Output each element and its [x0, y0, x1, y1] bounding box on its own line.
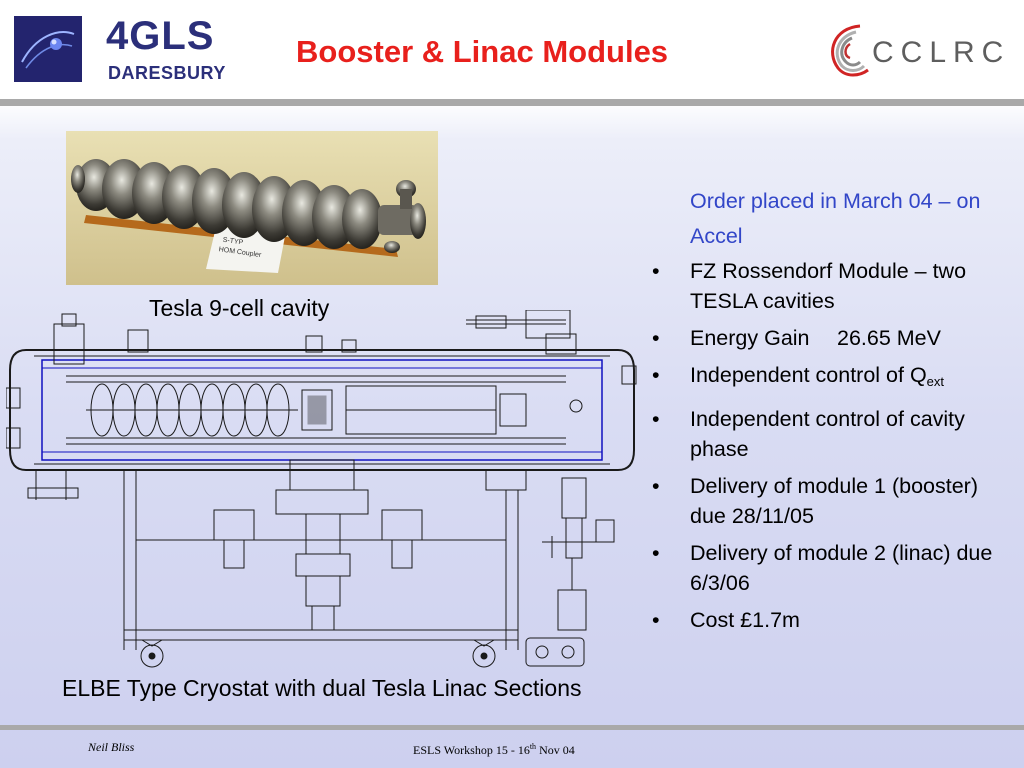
cclrc-logo-text: CCLRC [872, 36, 1011, 69]
elbe-cryostat-drawing [5, 309, 644, 678]
list-item: •Independent control of cavity phase [648, 404, 1018, 464]
daresbury-logo-text: DARESBURY [108, 63, 226, 83]
order-status-heading: Order placed in March 04 – on Accel [690, 189, 981, 248]
header-divider [0, 99, 1024, 106]
drawing-caption: ELBE Type Cryostat with dual Tesla Linac… [62, 675, 582, 701]
4gls-emblem-icon [14, 16, 82, 82]
tesla-cavity-photo: S-TYP HOM Coupler [66, 131, 438, 285]
list-item: •Delivery of module 1 (booster) due 28/1… [648, 471, 1018, 531]
bullet-icon: • [652, 474, 660, 498]
bullet-icon: • [652, 363, 660, 387]
bullet-icon: • [652, 326, 660, 350]
list-item: •FZ Rossendorf Module – two TESLA caviti… [648, 256, 1018, 316]
list-item: •Energy Gain 26.65 MeV [648, 323, 1018, 353]
module-details-list: Order placed in March 04 – on Accel •FZ … [648, 184, 1018, 642]
cclrc-swirl-icon [831, 24, 869, 77]
list-item: •Independent control of Qext [648, 360, 1018, 397]
photo-caption: Tesla 9-cell cavity [149, 295, 330, 321]
bullet-icon: • [652, 259, 660, 283]
bullet-icon: • [652, 541, 660, 565]
footer-author: Neil Bliss [88, 740, 135, 754]
list-item: •Cost £1.7m [648, 605, 1018, 635]
cclrc-logo: CCLRC [818, 12, 1003, 86]
svg-text:S-TYP: S-TYP [222, 237, 244, 247]
footer-divider [0, 725, 1024, 730]
list-item: •Delivery of module 2 (linac) due 6/3/06 [648, 538, 1018, 598]
bullet-icon: • [652, 407, 660, 431]
q-ext-subscript: ext [926, 374, 945, 389]
4gls-daresbury-logo: 4GLS DARESBURY [14, 14, 244, 84]
slide-title: Booster & Linac Modules [296, 34, 669, 69]
footer-event: ESLS Workshop 15 - 16th Nov 04 [413, 742, 575, 757]
bullet-icon: • [652, 608, 660, 632]
4gls-logo-text: 4GLS [106, 14, 215, 58]
